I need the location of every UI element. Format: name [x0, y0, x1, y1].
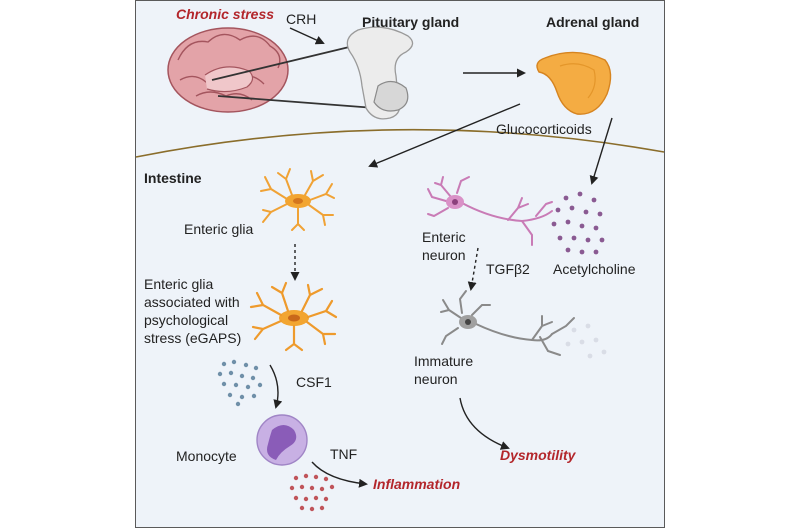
immature-neuron-faint-dots: [565, 323, 607, 359]
label-crh: CRH: [286, 11, 317, 27]
gut-boundary-line: [135, 128, 665, 158]
arrow-to-dysmotility: [459, 397, 510, 450]
label-enteric-glia: Enteric glia: [184, 221, 254, 237]
egaps-glia-icon: [249, 281, 338, 352]
label-intestine: Intestine: [144, 170, 202, 186]
immature-neuron-icon: [440, 290, 575, 356]
label-egaps-line2: associated with: [144, 294, 240, 310]
label-egaps-line1: Enteric glia: [144, 276, 214, 292]
arrow-neuron-to-immature: [467, 247, 479, 291]
label-glucocorticoids: Glucocorticoids: [496, 121, 592, 137]
label-egaps-line4: stress (eGAPS): [144, 330, 242, 346]
label-immature-neuron-line1: Immature: [414, 353, 474, 369]
label-tgfb2: TGFβ2: [486, 261, 530, 277]
label-chronic-stress: Chronic stress: [176, 6, 275, 22]
monocyte-icon: [256, 414, 308, 466]
label-adrenal-gland: Adrenal gland: [546, 14, 640, 30]
enteric-glia-icon: [260, 168, 335, 231]
arrow-tnf: [311, 461, 368, 488]
arrow-to-enteric-neuron: [589, 117, 613, 185]
pituitary-gland-icon: [346, 26, 414, 120]
label-enteric-neuron-line1: Enteric: [422, 229, 466, 245]
label-immature-neuron-line2: neuron: [414, 371, 458, 387]
enteric-neuron-icon: [427, 176, 553, 246]
adrenal-gland-icon: [536, 51, 612, 115]
label-acetylcholine: Acetylcholine: [553, 261, 636, 277]
label-dysmotility: Dysmotility: [500, 447, 576, 463]
acetylcholine-dots: [551, 191, 605, 255]
label-pituitary-gland: Pituitary gland: [362, 14, 460, 30]
label-enteric-neuron-line2: neuron: [422, 247, 466, 263]
label-monocyte: Monocyte: [176, 448, 237, 464]
brain-icon: [167, 27, 376, 113]
csf1-dots: [217, 359, 263, 407]
label-egaps-line3: psychological: [144, 312, 229, 328]
label-inflammation: Inflammation: [373, 476, 461, 492]
label-csf1: CSF1: [296, 374, 332, 390]
arrow-csf1: [269, 364, 283, 409]
arrow-to-intestine: [368, 103, 521, 168]
label-tnf: TNF: [330, 446, 358, 462]
arrow-crh: [289, 27, 325, 45]
tnf-dots: [289, 473, 335, 512]
